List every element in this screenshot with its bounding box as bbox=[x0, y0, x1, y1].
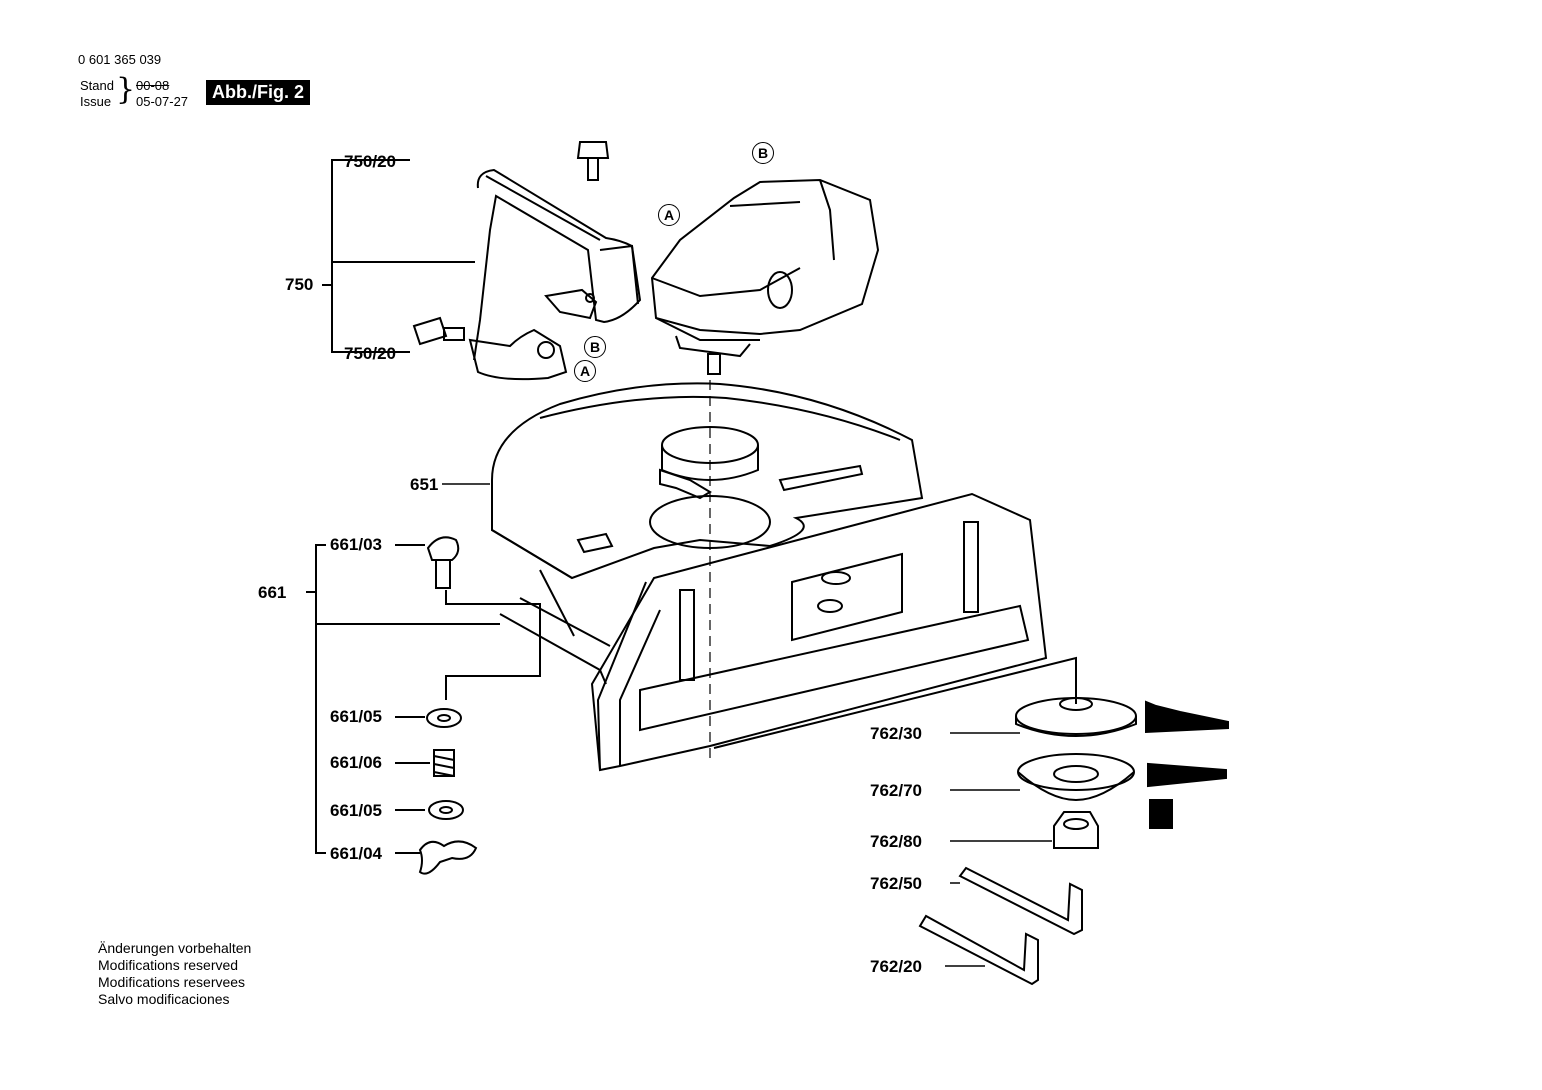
modifications-notice: Änderungen vorbehalten Modifications res… bbox=[98, 940, 251, 1008]
callout-b-handle: B bbox=[584, 336, 606, 358]
side-handle bbox=[412, 141, 642, 381]
footer-line-fr: Modifications reservees bbox=[98, 974, 246, 990]
flange-set bbox=[918, 697, 1229, 986]
label-750: 750 bbox=[285, 275, 314, 294]
cutting-base bbox=[445, 380, 1077, 772]
label-661: 661 bbox=[258, 583, 287, 602]
label-661-06: 661/06 bbox=[330, 753, 382, 772]
label-750-20-top: 750/20 bbox=[344, 152, 396, 171]
label-661-05-b: 661/05 bbox=[330, 801, 382, 820]
label-651: 651 bbox=[410, 475, 439, 494]
wheel-guard bbox=[491, 382, 924, 580]
clamp-hardware bbox=[418, 536, 478, 875]
bracket-661 bbox=[306, 544, 500, 854]
issue-label: Issue bbox=[80, 94, 112, 109]
part-number: 0 601 365 039 bbox=[78, 52, 162, 67]
footer-line-es: Salvo modificaciones bbox=[98, 991, 230, 1007]
label-762-80: 762/80 bbox=[870, 832, 922, 851]
footer-line-en: Modifications reserved bbox=[98, 957, 239, 973]
label-661-05-a: 661/05 bbox=[330, 707, 382, 726]
brace-glyph: } bbox=[116, 72, 136, 107]
label-750-20-bottom: 750/20 bbox=[344, 344, 396, 363]
issue-value: 05-07-27 bbox=[136, 94, 189, 109]
label-762-20: 762/20 bbox=[870, 957, 922, 976]
leader-lines bbox=[442, 483, 1052, 967]
grinder-head bbox=[650, 178, 880, 375]
label-762-30: 762/30 bbox=[870, 724, 922, 743]
figure-label: Abb./Fig. 2 bbox=[206, 80, 310, 105]
stand-label: Stand bbox=[80, 78, 114, 93]
label-762-70: 762/70 bbox=[870, 781, 922, 800]
bracket-750 bbox=[322, 159, 475, 353]
callout-a-tool: A bbox=[658, 204, 680, 226]
callout-a-handle: A bbox=[574, 360, 596, 382]
label-762-50: 762/50 bbox=[870, 874, 922, 893]
label-661-04: 661/04 bbox=[330, 844, 382, 863]
label-661-03: 661/03 bbox=[330, 535, 382, 554]
stand-value: 00-08 bbox=[136, 78, 170, 93]
footer-line-de: Änderungen vorbehalten bbox=[98, 940, 252, 956]
callout-b-tool: B bbox=[752, 142, 774, 164]
